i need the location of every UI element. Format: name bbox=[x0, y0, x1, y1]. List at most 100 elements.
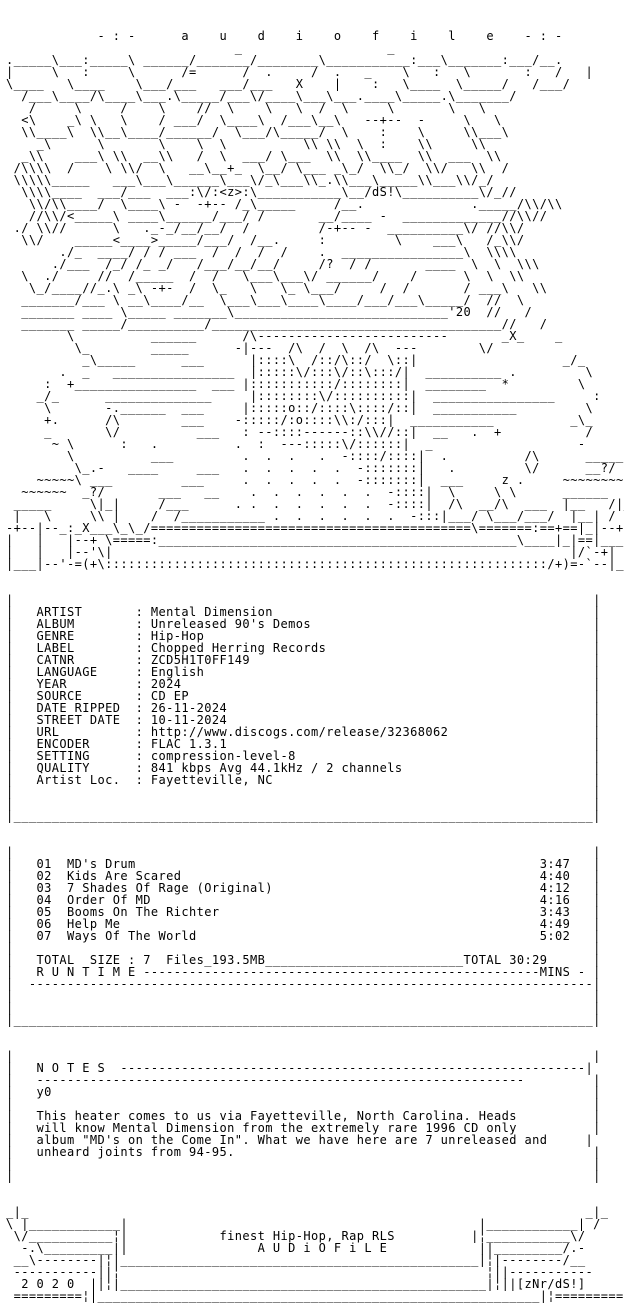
footer-line: _|_ _|_ bbox=[6, 1205, 609, 1219]
notes-line: | album "MD's on the Come In". What we h… bbox=[6, 1133, 594, 1147]
banner-line: _/_ ______________ |::::::::\/::::::::::… bbox=[6, 389, 601, 403]
banner-line: \____ \____ \___/___ ___/___ X | : \____… bbox=[6, 77, 571, 91]
fields-line: | ARTIST : Mental Dimension | bbox=[6, 605, 601, 619]
banner-line: . _ ________________ |:::::\/:::\/::\:::… bbox=[6, 365, 594, 379]
banner-line: \\/ _____<____>_____/___/ /__. : \ ___\ … bbox=[6, 233, 525, 247]
fields-line: | | bbox=[6, 593, 601, 607]
footer-line: \/___________¦| finest Hip-Hop, Rap RLS … bbox=[6, 1229, 586, 1243]
banner-line: \_ _____ -|--- /\ / \ /\ --- \/ bbox=[6, 341, 494, 355]
banner-line: \\____\ \\__\____/______/ \___/\_____/ \… bbox=[6, 125, 510, 139]
fields-line: | YEAR : 2024 | bbox=[6, 677, 601, 691]
notes-line: | | bbox=[6, 1049, 601, 1063]
footer-line: -----------||¦ ¦||----------- bbox=[6, 1265, 594, 1279]
fields-line: | DATE RIPPED : 26-11-2024 | bbox=[6, 701, 601, 715]
fields-line: | | bbox=[6, 797, 601, 811]
banner-line: \ ./ // /_____ / / \___\___\/ ______/ / … bbox=[6, 269, 525, 283]
banner-line: /___\____/\____\___.\_____/___\/____\___… bbox=[6, 89, 517, 103]
banner-line: ~ \ : . . : ---:::::\/::::::| _ - bbox=[6, 437, 586, 451]
fields-line: | ENCODER : FLAC 1.3.1 | bbox=[6, 737, 601, 751]
tracklist-line: | 02 Kids Are Scared 4:40 | bbox=[6, 869, 601, 883]
notes-line: | unheard joints from 94-95. | bbox=[6, 1145, 601, 1159]
banner-line: |___|--'-=(+\:::::::::::::::::::::::::::… bbox=[6, 557, 624, 571]
tracklist-line: | | bbox=[6, 941, 601, 955]
banner-line: \\/\\____/ \____\ - -+-- /_\_____ /__. .… bbox=[6, 197, 563, 211]
fields-line: |_______________________________________… bbox=[6, 809, 601, 823]
banner-line: : +________________ ___ |:::::::::::/:::… bbox=[6, 377, 586, 391]
tracklist-line: | | bbox=[6, 845, 601, 859]
fields-line: | Artist Loc. : Fayetteville, NC | bbox=[6, 773, 601, 787]
tracklist-line: | | bbox=[6, 1001, 601, 1015]
banner-line: | \ : \ /= / . / . _ \ : \ : / | bbox=[6, 65, 594, 79]
fields-line: | SOURCE : CD EP | bbox=[6, 689, 601, 703]
banner-line: _ \/ ___ : --::::------::\\//::| __ . + … bbox=[6, 425, 594, 439]
banner-line: \\\\\_____ ___\___\______\___\/_\___\\_.… bbox=[6, 173, 494, 187]
tracklist-section: | || 01 MD's Drum 3:47 || 02 Kids Are Sc… bbox=[6, 846, 624, 1026]
ascii-banner: - : - a u d i o f i l e - : - _ _._____\… bbox=[6, 30, 624, 570]
banner-line: \ ______ /\------------------------- _X_… bbox=[6, 329, 563, 343]
notes-line: | y0 | bbox=[6, 1085, 601, 1099]
release-info-section: | || ARTIST : Mental Dimension || ALBUM … bbox=[6, 594, 624, 822]
footer-line: -.\_________|| A U D i O F i L E ||_____… bbox=[6, 1241, 586, 1255]
tracklist-line: | TOTAL SIZE : 7 Files_193.5MB__________… bbox=[6, 953, 601, 967]
nfo-document: - : - a u d i o f i l e - : - _ _._____\… bbox=[0, 6, 624, 1314]
banner-line: _______ ____ \_____ _______\____________… bbox=[6, 305, 533, 319]
banner-line: | | |--+ \=====:________________________… bbox=[6, 533, 624, 547]
notes-line: | | bbox=[6, 1097, 601, 1111]
ascii-footer: _|_ _|_\ |____________| |____________| /… bbox=[6, 1206, 624, 1302]
tracklist-line: |_______________________________________… bbox=[6, 1013, 601, 1027]
notes-line: | | bbox=[6, 1157, 601, 1171]
footer-line: \ |____________| |____________| / bbox=[6, 1217, 601, 1231]
banner-line: _______ _____/__________/_______________… bbox=[6, 317, 548, 331]
tracklist-line: | 06 Help Me 4:49 | bbox=[6, 917, 601, 931]
banner-line: -+--|--_:_X___\_\_/=====================… bbox=[6, 521, 624, 535]
tracklist-line: | 04 Order Of MD 4:16 | bbox=[6, 893, 601, 907]
fields-line: | QUALITY : 841 kbps Avg 44.1kHz / 2 cha… bbox=[6, 761, 601, 775]
banner-line: ~~~~~\ ___ ___ . . . . . -:::::::| ___ z… bbox=[6, 473, 624, 487]
banner-line: _\\ ___\ \\ __\\ / \ ___/ \___ \\ \\____… bbox=[6, 149, 502, 163]
notes-line: | --------------------------------------… bbox=[6, 1073, 601, 1087]
banner-line: | | |--'\| |/`-+| | bbox=[6, 545, 624, 559]
notes-line: | N O T E S ----------------------------… bbox=[6, 1061, 594, 1075]
fields-line: | | bbox=[6, 785, 601, 799]
tracklist-line: | --------------------------------------… bbox=[6, 977, 601, 991]
banner-line: //\\/<_____\ ____\______/___/ / __/____ … bbox=[6, 209, 548, 223]
tracklist-line: | | bbox=[6, 989, 601, 1003]
banner-line: +. /\ ___ -:::::/:o::::\\:/:::| ________… bbox=[6, 413, 594, 427]
notes-line: | will know Mental Dimension from the ex… bbox=[6, 1121, 601, 1135]
notes-line: | | bbox=[6, 1169, 601, 1183]
banner-line: ./_ ____/ / / ___ / / / / . ____________… bbox=[6, 245, 517, 259]
fields-line: | ALBUM : Unreleased 90's Demos | bbox=[6, 617, 601, 631]
tracklist-line: | 07 Ways Of The World 5:02 | bbox=[6, 929, 601, 943]
banner-line: ./___ /_/ /_ _/ /___/__/__/ /? / / ____ … bbox=[6, 257, 540, 271]
banner-line: \_.- ____ ___ . . . . . -:::::::| . \/ _… bbox=[6, 461, 616, 475]
banner-line: \ ___ . . . . -::::/::::| . /\ _____ bbox=[6, 449, 624, 463]
notes-line: | This heater comes to us via Fayettevil… bbox=[6, 1109, 601, 1123]
banner-line: \_/____//_.\ _\ -+- / \_ \ \_ \___/ / / … bbox=[6, 281, 548, 295]
banner-line: _\_____ ___ |::::\ /::/\::/ \::| _/_ bbox=[6, 353, 586, 367]
tracklist-line: | 03 7 Shades Of Rage (Original) 4:12 | bbox=[6, 881, 601, 895]
banner-line: /\\\\ / \ \\/ \ __\__+_ \__/ \___ _\_/ \… bbox=[6, 161, 510, 175]
banner-line: / \ / \ // \ \ \ / \ \ \ \ bbox=[6, 101, 487, 115]
footer-line: =========¦|_____________________________… bbox=[6, 1289, 624, 1303]
notes-section: | || N O T E S -------------------------… bbox=[6, 1050, 624, 1182]
fields-line: | STREET DATE : 10-11-2024 | bbox=[6, 713, 601, 727]
fields-line: | CATNR : ZCD5H1T0FF149 | bbox=[6, 653, 601, 667]
fields-line: | GENRE : Hip-Hop | bbox=[6, 629, 601, 643]
banner-line: ./ \\// \ ._-_/__/__/ / /-+-- - ________… bbox=[6, 221, 525, 235]
tracklist-line: | 01 MD's Drum 3:47 | bbox=[6, 857, 601, 871]
banner-line: ._____\___:_____\ ______/_______/_______… bbox=[6, 53, 563, 67]
banner-line: \ -.______ ___ |:::::o::/::::\::::/::| _… bbox=[6, 401, 594, 415]
banner-line: _\ \ \ \ \ \\ \\ \ : \\ \\ bbox=[6, 137, 487, 151]
footer-line: 2 0 2 0 ||¦|____________________________… bbox=[6, 1277, 586, 1291]
fields-line: | LABEL : Chopped Herring Records | bbox=[6, 641, 601, 655]
tracklist-line: | R U N T I M E ------------------------… bbox=[6, 965, 601, 979]
banner-line: <\ _\ \ \ / ___/ \____\ /___\__\ --+-- -… bbox=[6, 113, 502, 127]
banner-line: _______/___ \ __\____/__ \___\___\____\_… bbox=[6, 293, 525, 307]
banner-line: ~~~~~~ _?/ ___ __ . . . . . . -::::| \ \… bbox=[6, 485, 624, 499]
footer-line: __\--------|¦|__________________________… bbox=[6, 1253, 586, 1267]
banner-line: - : - a u d i o f i l e - : - bbox=[6, 29, 563, 43]
fields-line: | SETTING : compression-level-8 | bbox=[6, 749, 601, 763]
banner-line: _ _ bbox=[6, 41, 395, 55]
tracklist-line: | 05 Booms On The Richter 3:43 | bbox=[6, 905, 601, 919]
fields-line: | LANGUAGE : English | bbox=[6, 665, 601, 679]
